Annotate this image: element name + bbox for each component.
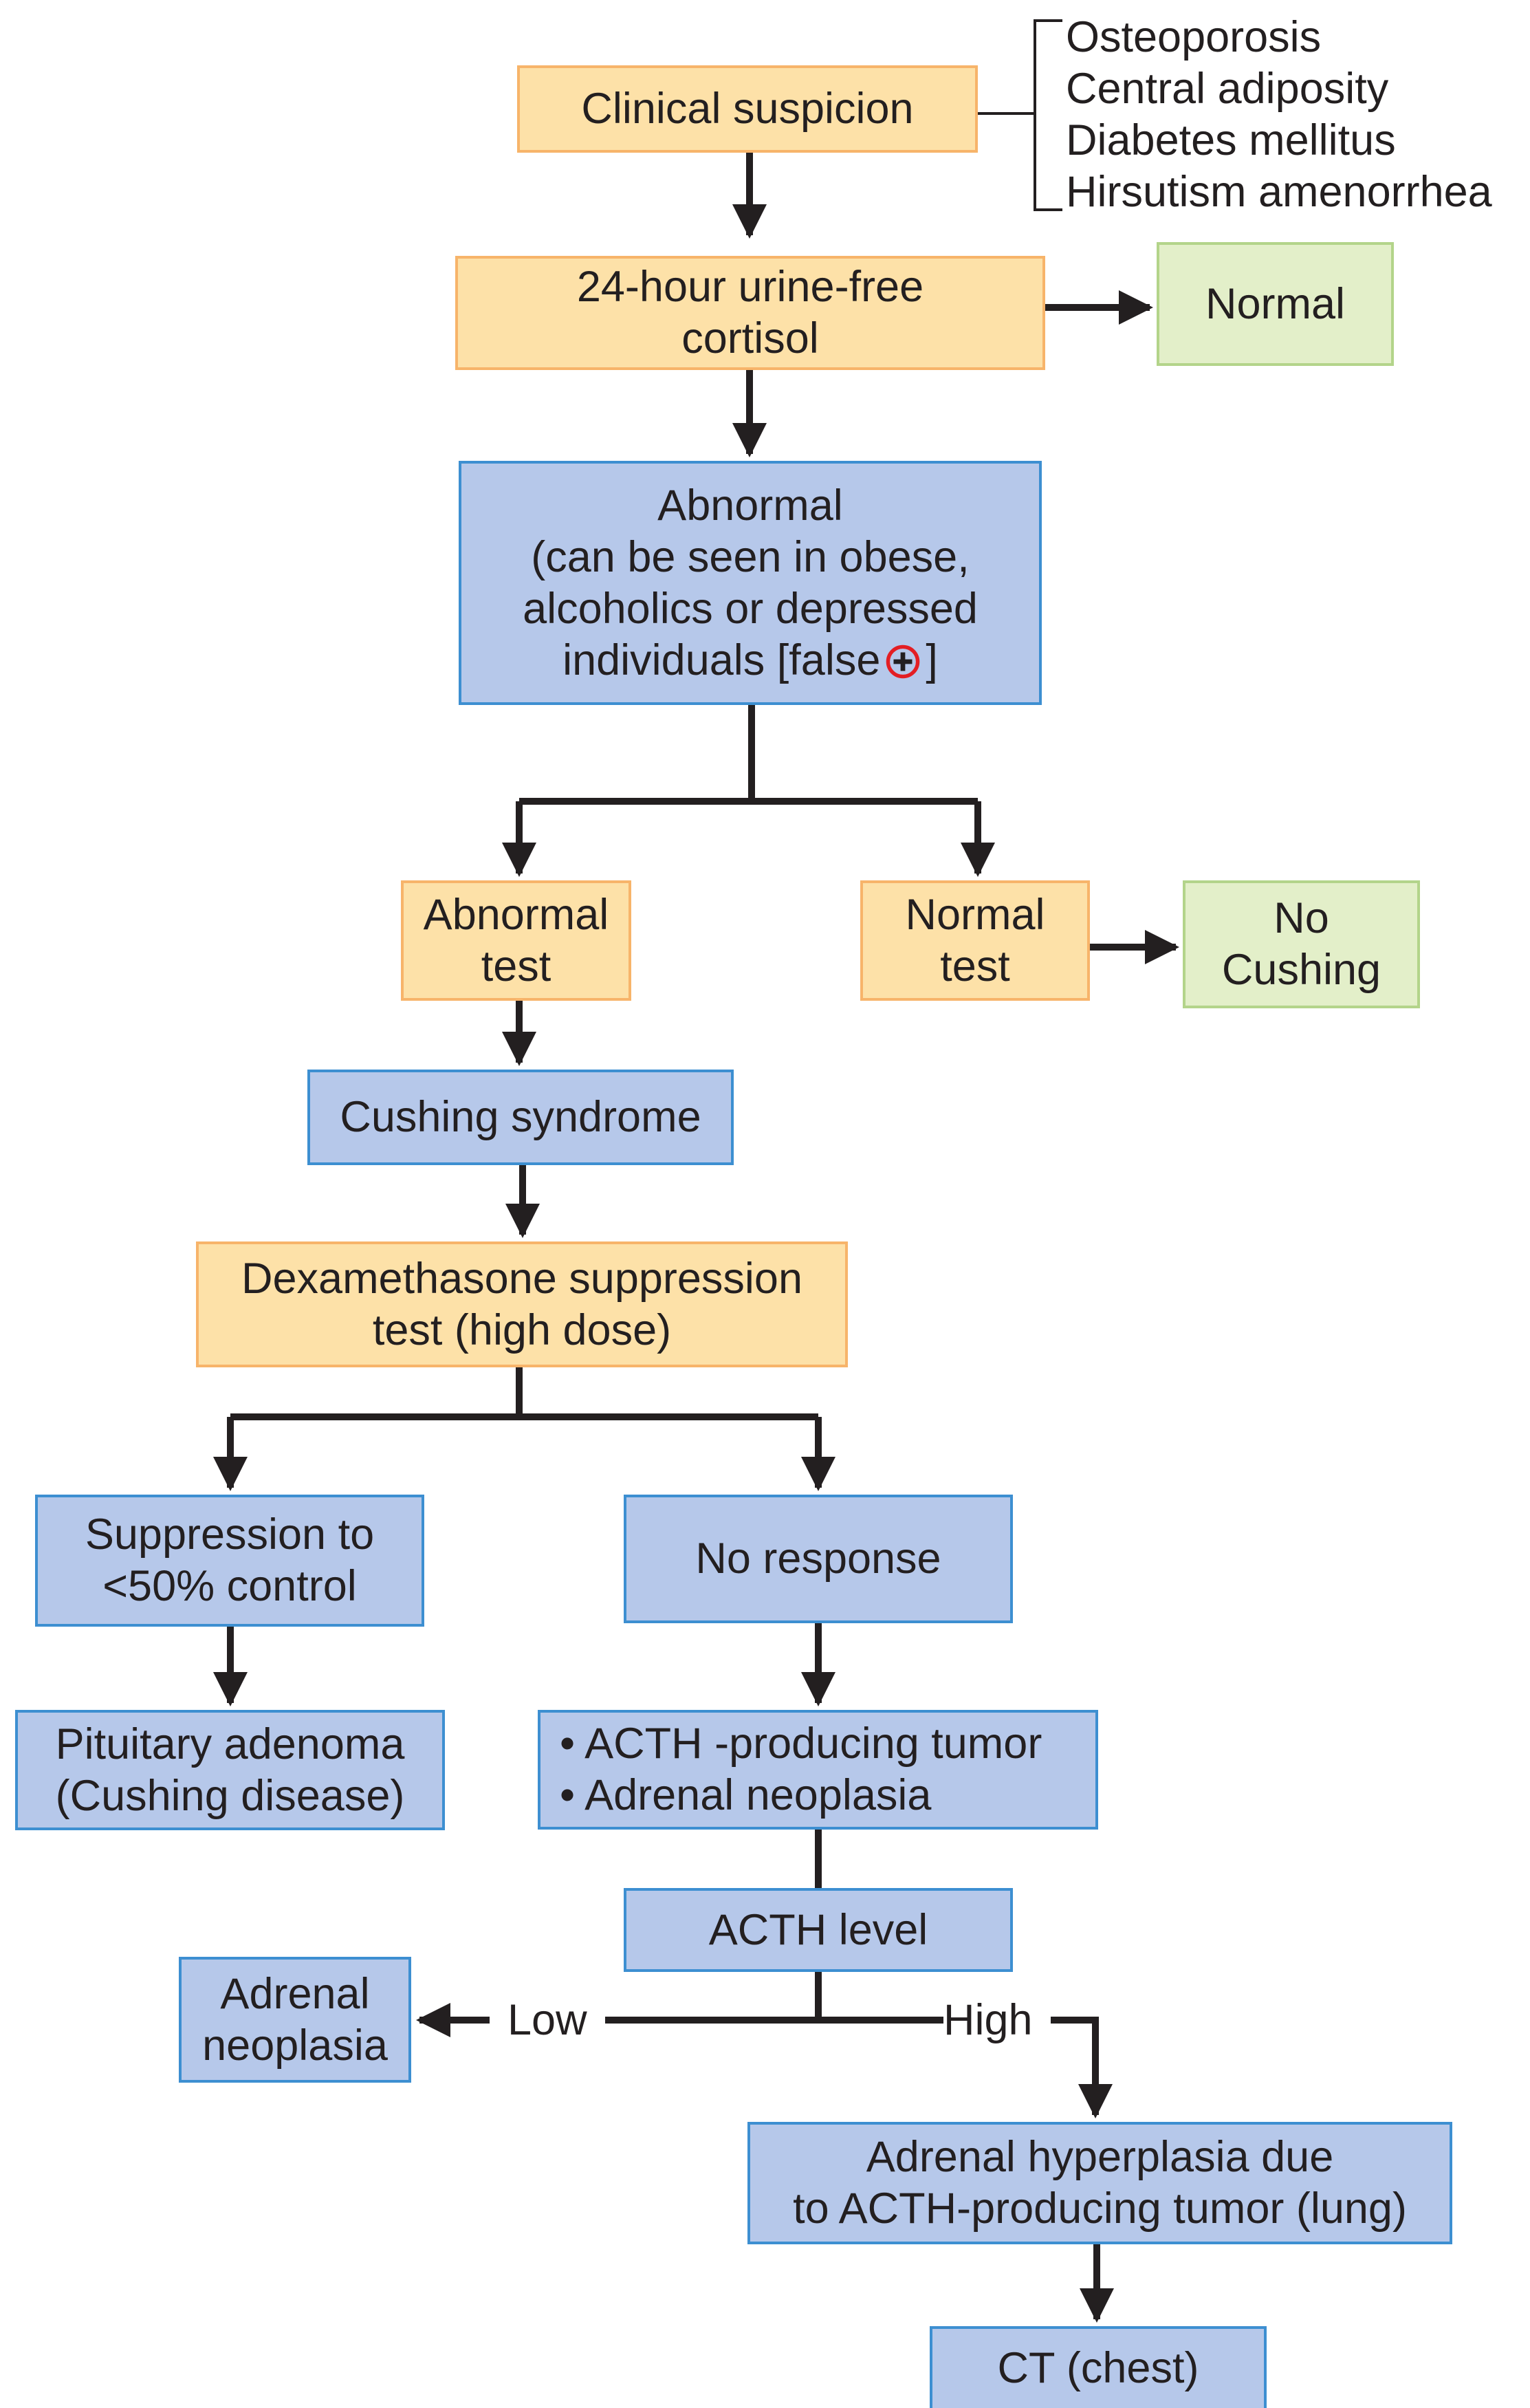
node-text: CT (chest) bbox=[997, 2344, 1199, 2392]
node-text: individuals [false bbox=[562, 636, 881, 684]
symptom-hirsutism: Hirsutism amenorrhea bbox=[1066, 168, 1492, 216]
node-text: Abnormal bbox=[657, 481, 843, 530]
node-cushing-syndrome: Cushing syndrome bbox=[307, 1070, 734, 1165]
node-dexamethasone-test: Dexamethasone suppression test (high dos… bbox=[196, 1241, 848, 1367]
node-text: <50% control bbox=[102, 1562, 357, 1610]
node-text: 24-hour urine-free bbox=[576, 263, 924, 311]
node-text: Dexamethasone suppression bbox=[241, 1254, 802, 1303]
node-text: Suppression to bbox=[85, 1510, 375, 1559]
node-urine-free-cortisol: 24-hour urine-free cortisol bbox=[455, 256, 1045, 370]
node-text: alcoholics or depressed bbox=[523, 584, 978, 633]
plus-circle-icon bbox=[886, 644, 920, 678]
symptom-osteoporosis: Osteoporosis bbox=[1066, 13, 1322, 61]
arrow-high-to-hyperplasia bbox=[1051, 2017, 1113, 2118]
node-acth-level: ACTH level bbox=[624, 1888, 1013, 1972]
node-text: No bbox=[1274, 894, 1329, 942]
symptoms-bracket bbox=[1034, 19, 1062, 211]
node-adrenal-neoplasia: Adrenal neoplasia bbox=[179, 1957, 411, 2083]
node-acth-tumor: • ACTH -producing tumor • Adrenal neopla… bbox=[538, 1710, 1098, 1830]
node-normal: Normal bbox=[1157, 242, 1394, 366]
node-normal-test: Normal test bbox=[860, 880, 1090, 1001]
node-text: Cushing syndrome bbox=[340, 1093, 701, 1141]
symptom-diabetes: Diabetes mellitus bbox=[1066, 116, 1396, 164]
node-text: Abnormal bbox=[423, 890, 609, 939]
node-ct-chest: CT (chest) bbox=[930, 2326, 1267, 2408]
node-text: (can be seen in obese, bbox=[531, 532, 970, 581]
node-text: Cushing bbox=[1221, 946, 1381, 994]
node-text: Clinical suspicion bbox=[581, 85, 914, 133]
node-text: • Adrenal neoplasia bbox=[560, 1771, 932, 1819]
node-text: Adrenal bbox=[220, 1969, 370, 2018]
node-clinical-suspicion: Clinical suspicion bbox=[517, 65, 978, 153]
node-text: test (high dose) bbox=[372, 1305, 672, 1354]
node-text: cortisol bbox=[681, 314, 819, 362]
node-text: neoplasia bbox=[202, 2021, 388, 2070]
node-text: • ACTH -producing tumor bbox=[560, 1720, 1042, 1768]
node-text: (Cushing disease) bbox=[55, 1771, 405, 1820]
edge-label-high: High bbox=[943, 1996, 1033, 2044]
node-no-response: No response bbox=[624, 1495, 1013, 1623]
node-abnormal-test: Abnormal test bbox=[401, 880, 631, 1001]
node-text: Normal bbox=[905, 890, 1045, 939]
node-text: No response bbox=[695, 1534, 941, 1583]
node-text: Pituitary adenoma bbox=[55, 1720, 405, 1768]
node-text-with-icon: individuals [false] bbox=[562, 635, 938, 686]
node-text: Adrenal hyperplasia due bbox=[866, 2133, 1334, 2181]
node-no-cushing: No Cushing bbox=[1183, 880, 1420, 1008]
node-adrenal-hyperplasia: Adrenal hyperplasia due to ACTH-producin… bbox=[747, 2122, 1452, 2244]
node-text: to ACTH-producing tumor (lung) bbox=[793, 2184, 1407, 2233]
node-abnormal-result: Abnormal (can be seen in obese, alcoholi… bbox=[459, 461, 1042, 705]
node-text: Normal bbox=[1205, 279, 1346, 328]
node-pituitary-adenoma: Pituitary adenoma (Cushing disease) bbox=[15, 1710, 445, 1830]
node-suppression: Suppression to <50% control bbox=[35, 1495, 424, 1627]
symptom-central-adiposity: Central adiposity bbox=[1066, 65, 1389, 113]
node-text: test bbox=[481, 942, 551, 990]
node-text: ] bbox=[926, 636, 938, 684]
node-text: test bbox=[940, 942, 1010, 990]
edge-label-low: Low bbox=[507, 1996, 587, 2044]
node-text: ACTH level bbox=[708, 1905, 928, 1954]
